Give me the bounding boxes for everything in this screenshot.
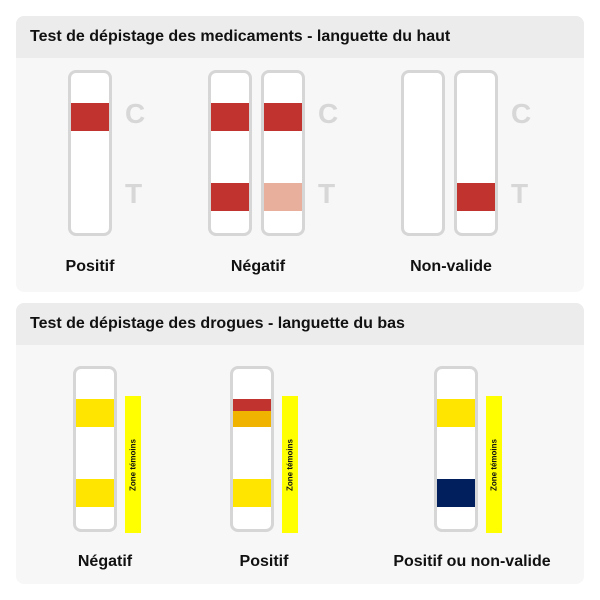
test-letter-t: T (318, 178, 336, 209)
caption-negative: Négatif (77, 553, 133, 570)
faint-test-line (264, 183, 302, 211)
drug-test-panel: Test de dépistage des drogues - languett… (16, 303, 584, 584)
test-letter-t: T (125, 178, 143, 209)
medication-strip-invalid-2 (454, 70, 498, 236)
control-zone-label: Zone témoins (489, 438, 499, 491)
test-letter-t: T (511, 178, 529, 209)
medication-test-title: Test de dépistage des medicaments - lang… (16, 16, 584, 58)
control-zone-marker: Zone témoins (486, 396, 502, 533)
caption-positive-or-invalid: Positif ou non-valide (393, 553, 551, 570)
caption-invalid: Non-valide (410, 258, 492, 275)
drug-strip-positive-or-invalid (434, 366, 478, 532)
control-letter-c: C (125, 98, 146, 129)
orange-control-line (233, 411, 271, 427)
control-line (71, 103, 109, 131)
drug-strip-positive (230, 366, 274, 532)
test-line (211, 183, 249, 211)
medication-strip-negative-1 (208, 70, 252, 236)
test-line (457, 183, 495, 211)
control-letter-c: C (318, 98, 339, 129)
control-zone-label: Zone témoins (285, 438, 295, 491)
medication-test-panel: Test de dépistage des medicaments - lang… (16, 16, 584, 292)
caption-negative: Négatif (230, 258, 286, 275)
control-zone-marker: Zone témoins (125, 396, 141, 533)
medication-strip-negative-2 (261, 70, 305, 236)
test-line (76, 479, 114, 507)
control-zone-marker: Zone témoins (282, 396, 298, 533)
caption-positive: Positif (65, 258, 115, 275)
drug-test-title: Test de dépistage des drogues - languett… (16, 303, 584, 345)
red-control-line (233, 399, 271, 411)
control-line (437, 399, 475, 427)
navy-test-line (437, 479, 475, 507)
drug-strip-negative (73, 366, 117, 532)
control-zone-label: Zone témoins (128, 438, 138, 491)
control-line (264, 103, 302, 131)
medication-strip-positive (68, 70, 112, 236)
control-line (76, 399, 114, 427)
control-letter-c: C (511, 98, 532, 129)
test-line (233, 479, 271, 507)
medication-strip-invalid-1 (401, 70, 445, 236)
caption-positive: Positif (239, 553, 289, 570)
control-line (211, 103, 249, 131)
